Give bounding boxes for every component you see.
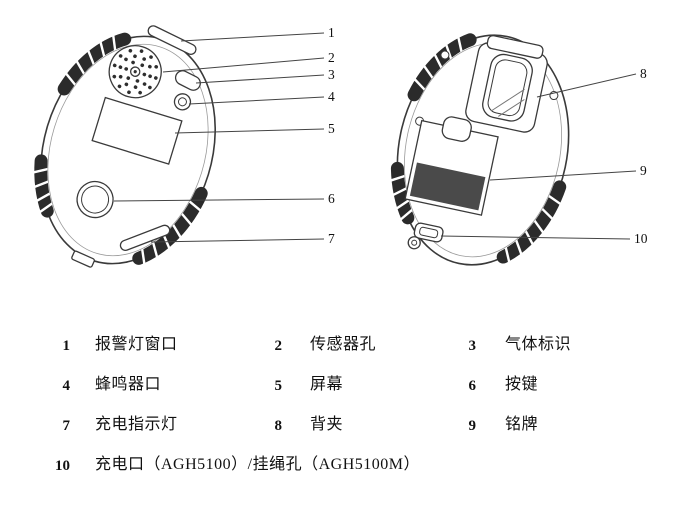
- callout-number-10: 10: [634, 231, 648, 246]
- callout-line-8: [536, 73, 637, 98]
- callout-line-2: [162, 57, 325, 73]
- legend-item-number: 9: [468, 418, 477, 434]
- legend-item-number: 4: [62, 378, 71, 394]
- callout-number-1: 1: [328, 25, 335, 40]
- back-clip: [465, 35, 548, 133]
- legend-item-label: 按键: [505, 376, 539, 393]
- callout-line-7: [150, 238, 325, 243]
- callout-number-6: 6: [328, 191, 335, 206]
- legend-item-label: 屏幕: [310, 376, 344, 393]
- legend-item-number: 3: [468, 338, 477, 354]
- gas-identification-label: [174, 70, 201, 91]
- legend-item-label: 蜂鸣器口: [95, 376, 162, 393]
- callout-line-4: [188, 96, 325, 105]
- legend-item-label: 充电口（AGH5100）/挂绳孔（AGH5100M）: [95, 456, 421, 473]
- nameplate: [404, 116, 499, 216]
- legend-item-label: 报警灯窗口: [95, 336, 178, 353]
- legend-item-label: 铭牌: [505, 416, 539, 433]
- device-front-view: [12, 4, 248, 293]
- legend-item-label: 充电指示灯: [95, 416, 178, 433]
- charging-port: [413, 222, 444, 243]
- callout-number-4: 4: [328, 89, 335, 104]
- callout-number-3: 3: [328, 67, 335, 82]
- callout-number-7: 7: [328, 231, 335, 246]
- legend-item-label: 传感器孔: [310, 336, 377, 353]
- legend-item-number: 5: [274, 378, 283, 394]
- device-figure: 1 2 3 4 5 6 7 8 9 10: [0, 0, 648, 315]
- screw: [440, 50, 450, 60]
- callout-line-3: [195, 74, 325, 84]
- bottom-tab: [71, 250, 95, 268]
- legend-item-number: 10: [55, 458, 70, 474]
- legend-item-number: 2: [274, 338, 283, 354]
- sensor-holes: [108, 45, 162, 99]
- callout-number-2: 2: [328, 50, 335, 65]
- callout-number-9: 9: [640, 163, 647, 178]
- callout-line-6: [113, 198, 325, 202]
- legend-item-label: 气体标识: [505, 336, 572, 353]
- alarm-light-window: [147, 25, 197, 55]
- legend-item-number: 6: [468, 378, 477, 394]
- callout-number-5: 5: [328, 121, 335, 136]
- callout-line-1: [180, 32, 325, 42]
- legend-item-number: 1: [62, 338, 71, 354]
- body-inner-contour: [47, 43, 209, 257]
- callout-line-10: [440, 235, 631, 240]
- legend-item-label: 背夹: [310, 416, 344, 433]
- push-button: [76, 180, 114, 219]
- legend-item-number: 8: [274, 418, 283, 434]
- device-back-view: [377, 19, 592, 281]
- legend-item-number: 7: [62, 418, 71, 434]
- callout-line-9: [489, 170, 637, 181]
- charge-indicator-light: [119, 224, 171, 252]
- lanyard-hole: [407, 236, 421, 250]
- callout-number-8: 8: [640, 66, 647, 81]
- callout-line-5: [174, 128, 325, 134]
- screen: [91, 96, 183, 165]
